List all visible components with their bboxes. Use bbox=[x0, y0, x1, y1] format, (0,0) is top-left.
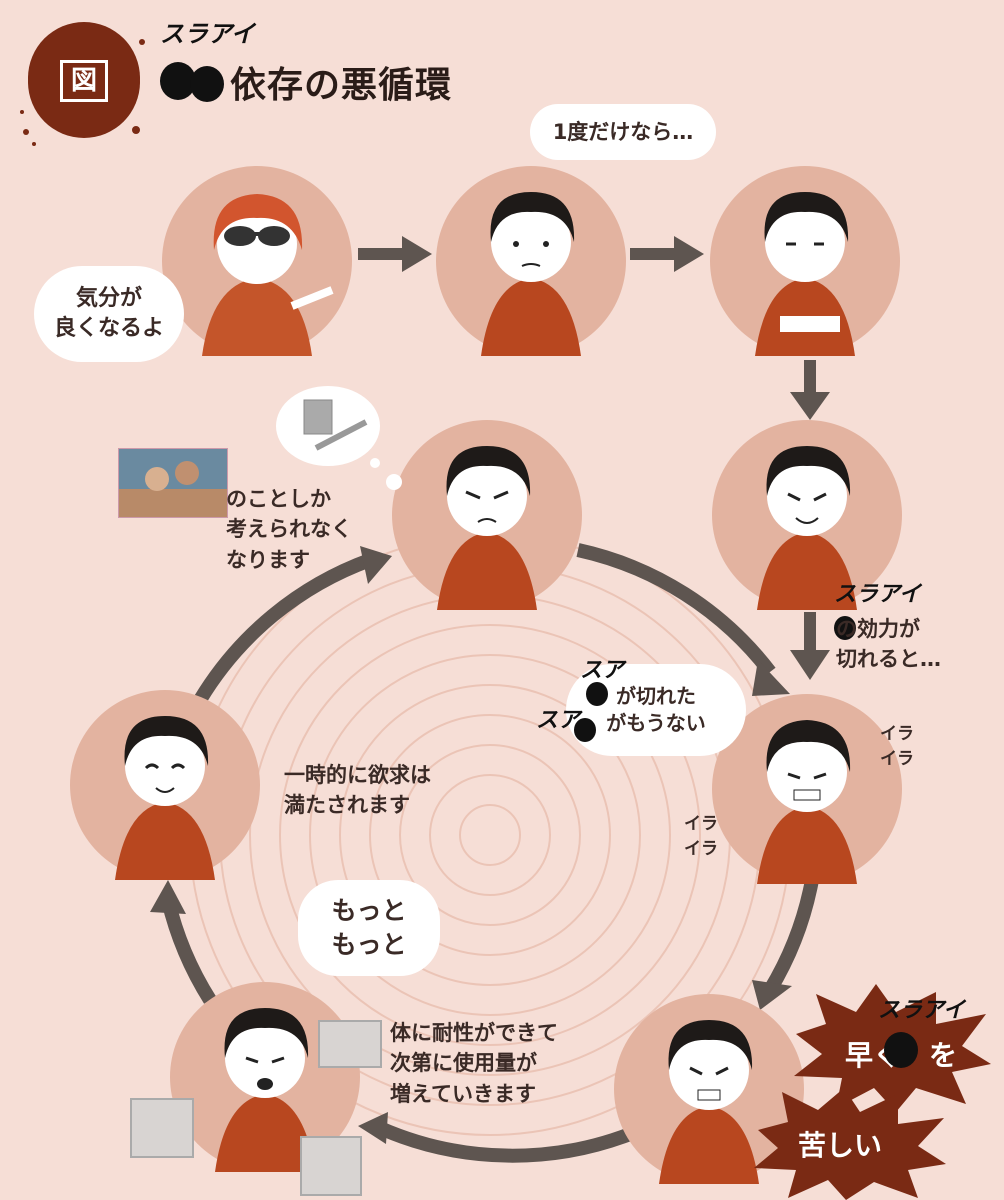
drug-bag-icon bbox=[318, 1020, 382, 1068]
dealer-node bbox=[162, 166, 352, 356]
first-use-figure bbox=[755, 192, 855, 356]
obsessed-node bbox=[392, 420, 582, 610]
splatter-icon bbox=[20, 26, 145, 146]
craving-annotation: スア bbox=[580, 657, 625, 683]
redaction-mark bbox=[586, 682, 608, 706]
irritation-text: イラ イラ bbox=[880, 724, 914, 769]
burst-shape bbox=[754, 1088, 946, 1200]
thought-dot bbox=[370, 458, 380, 468]
drug-bag-icon bbox=[300, 1136, 362, 1196]
figure-badge: 図 bbox=[20, 22, 145, 146]
wearoff-figure bbox=[757, 446, 857, 610]
irritation-text: イラ イラ bbox=[684, 814, 718, 859]
tolerance-caption: 体に耐性ができて 次第に使用量が 増えていきます bbox=[390, 1021, 558, 1106]
suffering-node bbox=[614, 994, 804, 1184]
craving-figure bbox=[757, 720, 857, 884]
thought-dot bbox=[386, 474, 402, 490]
satisfied-figure bbox=[115, 716, 215, 880]
title-annotation: スラアイ bbox=[160, 19, 255, 48]
photo-image bbox=[119, 449, 227, 517]
hesitate-node bbox=[436, 166, 626, 356]
first-use-node bbox=[710, 166, 900, 356]
obsessed-caption: のことしか 考えられなく なります bbox=[226, 487, 352, 572]
burst-text: 苦しい bbox=[797, 1129, 882, 1162]
redaction-mark bbox=[884, 1032, 918, 1068]
tolerance-speech-bubble: もっと もっと bbox=[298, 880, 440, 976]
wearoff-node bbox=[712, 420, 902, 610]
drug-bag-icon bbox=[130, 1098, 194, 1158]
hesitate-figure bbox=[481, 192, 581, 356]
dealer-figure bbox=[202, 194, 334, 356]
satisfied-caption: 一時的に欲求は 満たされます bbox=[284, 763, 431, 818]
suffering-annotation: スラアイ bbox=[878, 997, 965, 1023]
hesitate-speech-bubble: 1度だけなら… bbox=[530, 104, 716, 160]
thought-bubble bbox=[276, 386, 380, 466]
page-title: 依存の悪循環 bbox=[230, 65, 453, 106]
craving-annotation: スア bbox=[536, 707, 581, 733]
suffering-figure bbox=[659, 1020, 759, 1184]
craving-speech-bubble: が切れた がもうない bbox=[566, 664, 746, 756]
arrows bbox=[358, 236, 830, 680]
craving-node bbox=[712, 694, 902, 884]
dealer-speech-bubble: 気分が 良くなるよ bbox=[34, 266, 184, 362]
obsessed-figure bbox=[437, 446, 537, 610]
redaction-mark bbox=[834, 616, 856, 640]
redaction-mark bbox=[574, 718, 596, 742]
wearoff-annotation: スラアイ bbox=[834, 581, 921, 607]
drug-bag-and-syringe-icon bbox=[303, 399, 368, 451]
wearoff-caption: の効力が 切れると… bbox=[836, 617, 941, 672]
satisfied-node bbox=[70, 690, 260, 880]
figure-label: 図 bbox=[60, 60, 108, 102]
tolerance-figure bbox=[215, 1008, 315, 1172]
redaction-mark bbox=[190, 66, 224, 102]
photo-overlay bbox=[118, 448, 228, 518]
